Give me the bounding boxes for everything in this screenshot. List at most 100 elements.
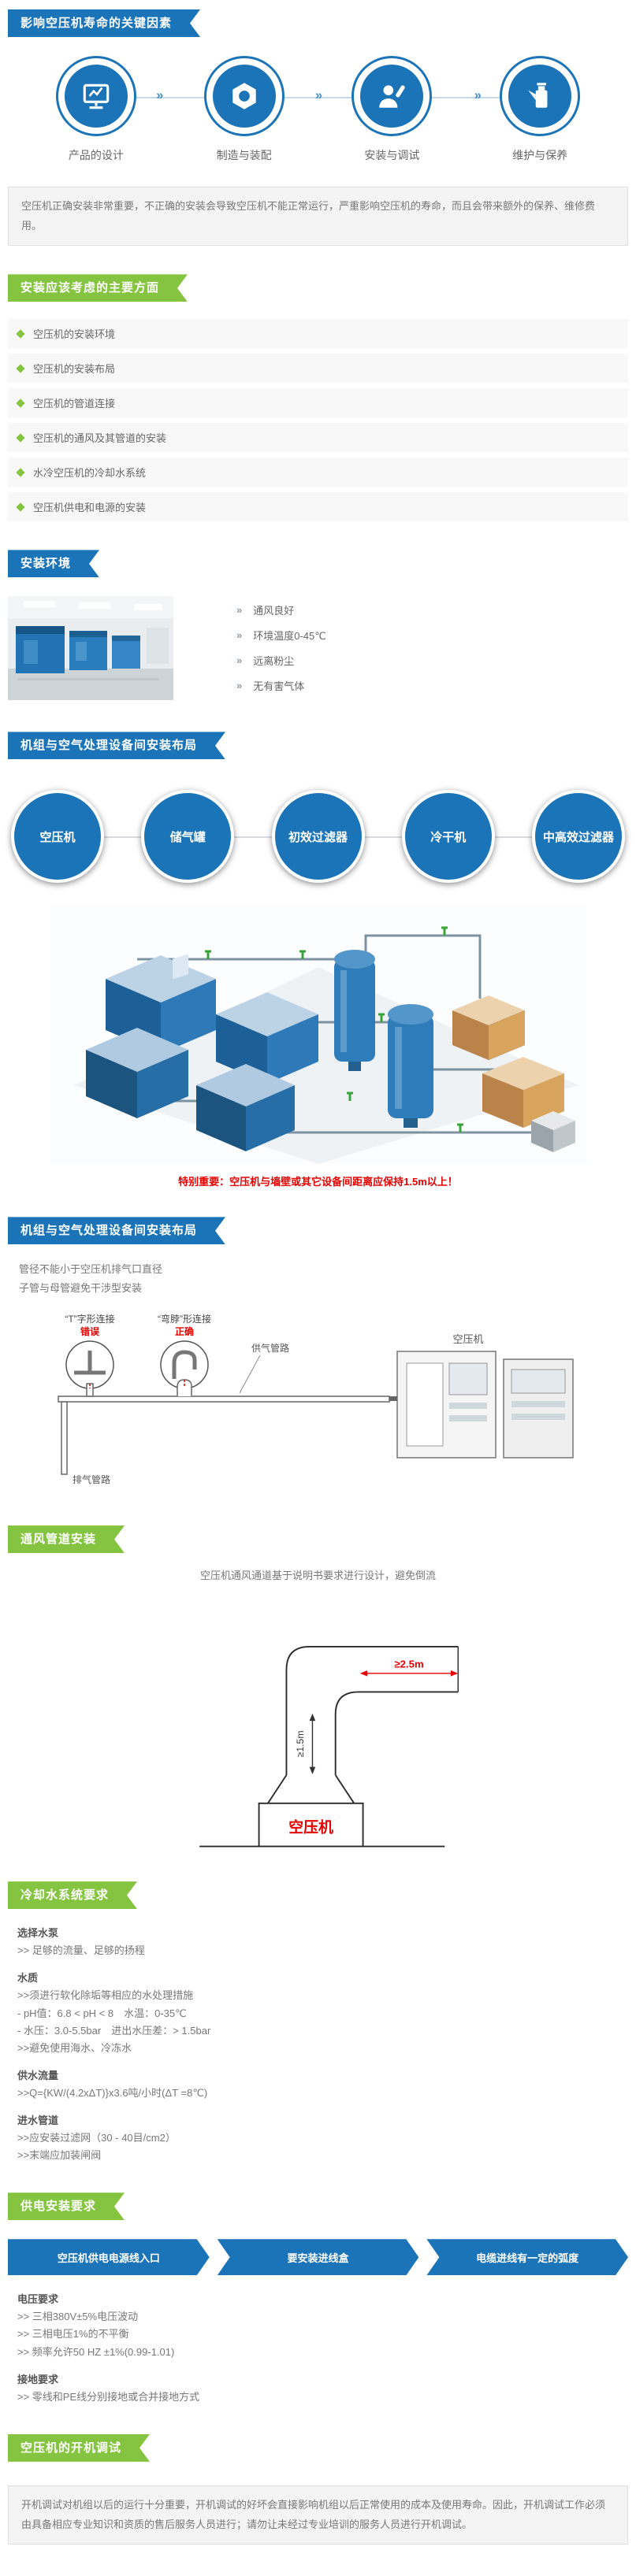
env-bullet: » 环境温度0-45℃ xyxy=(236,628,326,643)
step-circle xyxy=(351,56,433,136)
list-item-label: 水冷空压机的冷却水系统 xyxy=(33,467,147,480)
exhaust-pipe-label: 排气管路 xyxy=(73,1473,110,1485)
ventilation-title: 通风管道安装 xyxy=(20,1533,97,1547)
step-arrow-icon: ›› xyxy=(314,87,322,102)
environment-section: »通风良好 » 环境温度0-45℃ » 远离粉尘 » 无有害气体 xyxy=(8,596,628,703)
diamond-bullet-icon xyxy=(16,364,25,373)
env-bullet: » 远离粉尘 xyxy=(236,653,326,668)
power-heading: 接地要求 xyxy=(17,2373,59,2385)
tee-connection-label: “T”字形连接 xyxy=(65,1313,114,1325)
intro-note: 空压机正确安装非常重要，不正确的安装会导致空压机不能正常运行，严重影响空压机的寿… xyxy=(8,187,628,246)
chevron-bullet-icon: » xyxy=(236,604,243,617)
list-item-label: 空压机供电和电源的安装 xyxy=(33,502,147,514)
env-bullet-label: 远离粉尘 xyxy=(253,655,295,668)
diamond-bullet-icon xyxy=(16,433,25,443)
page-title: 影响空压机寿命的关键因素 xyxy=(20,17,173,30)
process-step: 安装与调试 xyxy=(318,56,467,163)
flow-node-label: 冷干机 xyxy=(430,830,467,844)
power-arrow: 电缆进线有一定的弧度 xyxy=(426,2239,628,2275)
env-bullet: » 无有害气体 xyxy=(236,678,326,693)
power-arrow: 要安装进线盒 xyxy=(218,2239,419,2275)
list-item-label: 空压机的管道连接 xyxy=(33,398,116,410)
step-circle xyxy=(55,56,136,136)
duct-compressor-label: 空压机 xyxy=(288,1818,333,1836)
power-heading: 电压要求 xyxy=(17,2293,59,2306)
list-item-label: 空压机的安装环境 xyxy=(33,328,116,341)
piping-description: 管径不能小于空压机排气口直径 子管与母管避免干涉型安装 xyxy=(19,1260,636,1297)
duct-vertical-dimension: ≥1.5m xyxy=(295,1731,306,1758)
cooling-heading: 水质 xyxy=(17,1972,39,1985)
layout-warning-note: 特别重要：空压机与墙壁或其它设备间距离应保持1.5m以上！ xyxy=(178,1176,458,1188)
cooling-line: - pH值：6.8 < pH < 8 水温：0-35℃ xyxy=(17,2007,187,2019)
process-step: 制造与装配 xyxy=(170,56,318,163)
cooling-title-ribbon: 冷却水系统要求 xyxy=(8,1881,137,1909)
step-label: 维护与保养 xyxy=(512,149,568,161)
cooling-line: >>应安装过滤网（30 - 40目/cm2） xyxy=(17,2132,176,2144)
chevron-bullet-icon: » xyxy=(236,680,243,692)
aspects-title: 安装应该考虑的主要方面 xyxy=(20,281,160,295)
flow-node: 冷干机 xyxy=(401,790,495,884)
list-item: 空压机的管道连接 xyxy=(8,388,628,418)
step-circle xyxy=(500,56,581,136)
cooling-heading: 进水管道 xyxy=(17,2115,59,2126)
cooling-line: >> 足够的流量、足够的扬程 xyxy=(17,1944,145,1957)
installation-layout-3d-figure xyxy=(50,904,586,1165)
environment-title: 安装环境 xyxy=(20,557,72,571)
diamond-bullet-icon xyxy=(16,468,25,477)
bend-result-label: 正确 xyxy=(174,1325,193,1337)
cooling-line: >>须进行软化除垢等相应的水处理措施 xyxy=(17,1989,194,2002)
step-circle xyxy=(203,56,285,136)
aspects-title-ribbon: 安装应该考虑的主要方面 xyxy=(8,274,188,302)
compressor-label: 空压机 xyxy=(452,1333,483,1345)
debug-title: 空压机的开机调试 xyxy=(20,2441,122,2455)
step-circle-core xyxy=(508,65,572,128)
power-line: >> 频率允许50 HZ ±1%(0.99-1.01) xyxy=(17,2345,175,2358)
step-circle-core xyxy=(212,65,276,128)
layout-title: 机组与空气处理设备间安装布局 xyxy=(20,739,198,753)
steps-connector-line xyxy=(87,97,549,98)
piping-desc-line1: 管径不能小于空压机排气口直径 xyxy=(19,1263,163,1276)
env-bullet-label: 无有害气体 xyxy=(253,680,305,693)
list-item: 空压机的安装环境 xyxy=(8,319,628,349)
list-item: 空压机供电和电源的安装 xyxy=(8,492,628,522)
step-label: 产品的设计 xyxy=(68,149,124,161)
cooling-requirements: 选择水泵 >> 足够的流量、足够的扬程 水质 >>须进行软化除垢等相应的水处理措… xyxy=(17,1925,636,2164)
power-requirements: 电压要求 >> 三相380V±5%电压波动 >> 三相电压1%的不平衡 >> 频… xyxy=(17,2291,636,2406)
chevron-bullet-icon: » xyxy=(236,629,243,642)
debug-title-ribbon: 空压机的开机调试 xyxy=(8,2434,150,2462)
layout-figure-wrap: 特别重要：空压机与墙壁或其它设备间距离应保持1.5m以上！ xyxy=(0,904,636,1188)
aspects-list: 空压机的安装环境 空压机的安装布局 空压机的管道连接 空压机的通风及其管道的安装… xyxy=(8,319,628,522)
power-arrow: 空压机供电电源线入口 xyxy=(8,2239,210,2275)
power-line: >> 三相电压1%的不平衡 xyxy=(17,2328,129,2341)
cooling-line: >>避免使用海水、冷冻水 xyxy=(17,2041,132,2054)
flow-node: 储气罐 xyxy=(141,790,235,884)
list-item-label: 空压机的通风及其管道的安装 xyxy=(33,432,167,445)
diamond-bullet-icon xyxy=(16,502,25,512)
ventilation-title-ribbon: 通风管道安装 xyxy=(8,1525,125,1553)
power-line: >> 三相380V±5%电压波动 xyxy=(17,2311,139,2323)
env-bullet-label: 环境温度0-45℃ xyxy=(253,630,326,643)
cooling-line: >>末端应加装闸阀 xyxy=(17,2149,102,2162)
env-bullet: »通风良好 xyxy=(236,602,326,617)
cooling-heading: 供水流量 xyxy=(17,2069,59,2081)
chevron-bullet-icon: » xyxy=(236,654,243,667)
list-item: 水冷空压机的冷却水系统 xyxy=(8,458,628,487)
compressor-room-photo xyxy=(8,596,173,701)
environment-bullet-list: »通风良好 » 环境温度0-45℃ » 远离粉尘 » 无有害气体 xyxy=(236,602,326,703)
maintenance-icon xyxy=(528,83,548,108)
list-item: 空压机的安装布局 xyxy=(8,354,628,384)
flow-node: 中高效过滤器 xyxy=(532,790,625,884)
step-circle-core xyxy=(64,65,128,128)
bend-connection-label: “弯脖”形连接 xyxy=(158,1313,211,1325)
piping-title: 机组与空气处理设备间安装布局 xyxy=(20,1224,198,1238)
duct-diagram: 空压机 ≥1.5m ≥2.5m xyxy=(199,1646,459,1848)
installation-icon xyxy=(379,85,406,108)
power-title: 供电安装要求 xyxy=(20,2200,97,2214)
equipment-flow: 空压机 储气罐 初效过滤器 冷干机 中高效过滤器 xyxy=(11,786,625,887)
step-arrow-icon: ›› xyxy=(474,87,482,102)
cooling-line: >>Q={KW/(4.2xΔT)}x3.6吨/小时(ΔT =8℃) xyxy=(17,2086,208,2099)
step-label: 安装与调试 xyxy=(364,149,420,161)
duct-horizontal-dimension: ≥2.5m xyxy=(394,1658,423,1670)
design-icon xyxy=(83,83,110,109)
assembly-icon xyxy=(232,83,256,109)
